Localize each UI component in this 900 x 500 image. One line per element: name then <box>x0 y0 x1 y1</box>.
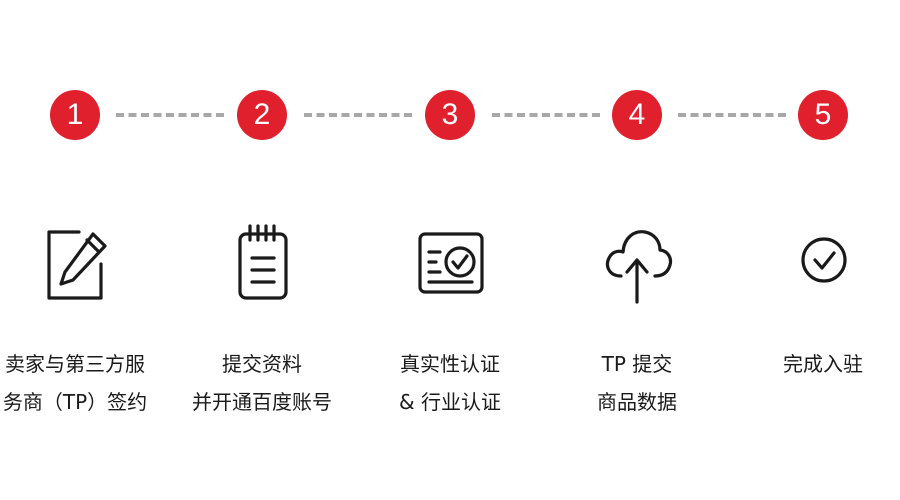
connector-3-4 <box>492 113 600 117</box>
step-5-number-circle: 5 <box>798 90 848 140</box>
check-circle-icon <box>784 212 864 308</box>
step-3-number-circle: 3 <box>425 90 475 140</box>
step-2-label-line-2: 并开通百度账号 <box>192 390 332 414</box>
notepad-list-icon <box>222 212 302 308</box>
edit-pencil-icon <box>35 212 115 308</box>
step-4-label-line-1: TP 提交 <box>601 352 673 376</box>
certificate-check-icon <box>410 212 490 308</box>
step-5-label-line-1: 完成入驻 <box>783 352 863 376</box>
step-3-label-line-1: 真实性认证 <box>400 352 500 376</box>
step-1-label: 卖家与第三方服 务商（TP）签约 <box>0 345 165 421</box>
cloud-upload-icon <box>597 212 677 308</box>
step-5-label: 完成入驻 <box>733 345 900 383</box>
step-4-label: TP 提交 商品数据 <box>547 345 727 421</box>
step-3-label-line-2: & 行业认证 <box>399 390 501 414</box>
step-3-label: 真实性认证 & 行业认证 <box>360 345 540 421</box>
step-1-label-line-2: 务商（TP）签约 <box>2 390 148 414</box>
step-1-label-line-1: 卖家与第三方服 <box>5 352 145 376</box>
step-2-label-line-1: 提交资料 <box>222 352 302 376</box>
step-4-number-circle: 4 <box>612 90 662 140</box>
step-2-label: 提交资料 并开通百度账号 <box>172 345 352 421</box>
connector-1-2 <box>116 113 224 117</box>
step-4-label-line-2: 商品数据 <box>597 390 677 414</box>
step-1-number-circle: 1 <box>50 90 100 140</box>
connector-4-5 <box>678 113 786 117</box>
step-2-number-circle: 2 <box>237 90 287 140</box>
connector-2-3 <box>304 113 412 117</box>
